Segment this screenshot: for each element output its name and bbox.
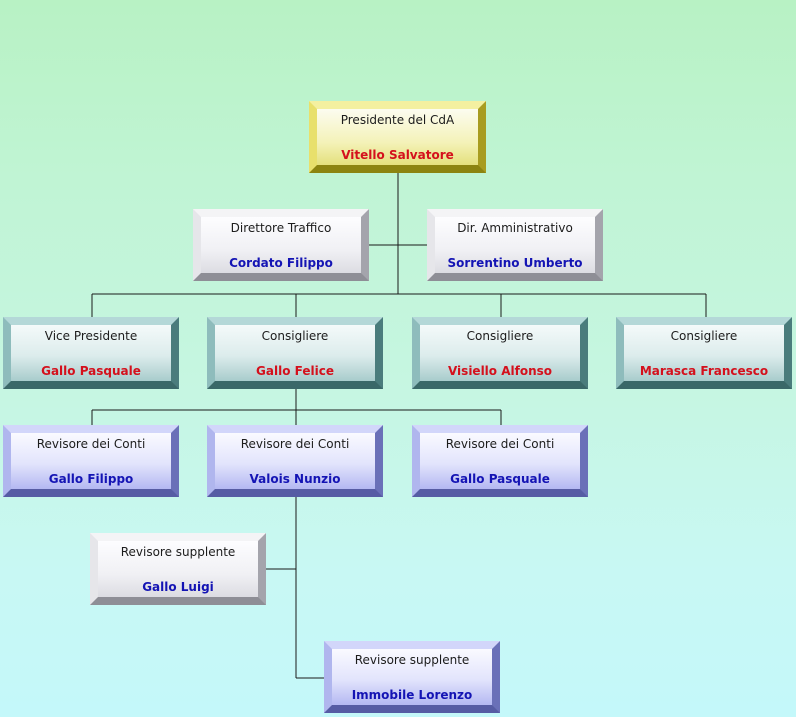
node-person-name: Gallo Pasquale bbox=[41, 364, 141, 378]
node-role: Dir. Amministrativo bbox=[457, 221, 573, 235]
org-node-consigliere-gallo-felice: Consigliere Gallo Felice bbox=[207, 317, 383, 389]
node-role: Presidente del CdA bbox=[340, 113, 455, 127]
node-role: Consigliere bbox=[466, 329, 534, 343]
org-node-consigliere-visiello-alfonso: Consigliere Visiello Alfonso bbox=[412, 317, 588, 389]
org-node-direttore-traffico: Direttore Traffico Cordato Filippo bbox=[193, 209, 369, 281]
node-person-name: Gallo Luigi bbox=[142, 580, 214, 594]
org-node-revisore-valois-nunzio: Revisore dei Conti Valois Nunzio bbox=[207, 425, 383, 497]
node-person-name: Gallo Felice bbox=[256, 364, 334, 378]
org-node-consigliere-marasca-francesco: Consigliere Marasca Francesco bbox=[616, 317, 792, 389]
node-person-name: Vitello Salvatore bbox=[341, 148, 454, 162]
node-role: Revisore dei Conti bbox=[445, 437, 555, 451]
node-role: Direttore Traffico bbox=[230, 221, 332, 235]
node-person-name: Cordato Filippo bbox=[229, 256, 333, 270]
org-node-vice-presidente: Vice Presidente Gallo Pasquale bbox=[3, 317, 179, 389]
org-node-revisore-gallo-pasquale: Revisore dei Conti Gallo Pasquale bbox=[412, 425, 588, 497]
node-person-name: Gallo Filippo bbox=[48, 472, 134, 486]
org-node-dir-amministrativo: Dir. Amministrativo Sorrentino Umberto bbox=[427, 209, 603, 281]
node-role: Consigliere bbox=[261, 329, 329, 343]
node-person-name: Visiello Alfonso bbox=[447, 364, 553, 378]
node-person-name: Gallo Pasquale bbox=[450, 472, 550, 486]
node-person-name: Valois Nunzio bbox=[249, 472, 341, 486]
node-person-name: Marasca Francesco bbox=[639, 364, 769, 378]
node-role: Revisore dei Conti bbox=[36, 437, 146, 451]
node-person-name: Sorrentino Umberto bbox=[447, 256, 583, 270]
org-node-supplente-gallo-luigi: Revisore supplente Gallo Luigi bbox=[90, 533, 266, 605]
org-node-president: Presidente del CdA Vitello Salvatore bbox=[309, 101, 486, 173]
node-role: Revisore dei Conti bbox=[240, 437, 350, 451]
node-role: Consigliere bbox=[670, 329, 738, 343]
node-person-name: Immobile Lorenzo bbox=[351, 688, 473, 702]
node-role: Revisore supplente bbox=[120, 545, 236, 559]
node-role: Vice Presidente bbox=[44, 329, 138, 343]
node-role: Revisore supplente bbox=[354, 653, 470, 667]
org-node-supplente-immobile-lorenzo: Revisore supplente Immobile Lorenzo bbox=[324, 641, 500, 713]
org-node-revisore-gallo-filippo: Revisore dei Conti Gallo Filippo bbox=[3, 425, 179, 497]
